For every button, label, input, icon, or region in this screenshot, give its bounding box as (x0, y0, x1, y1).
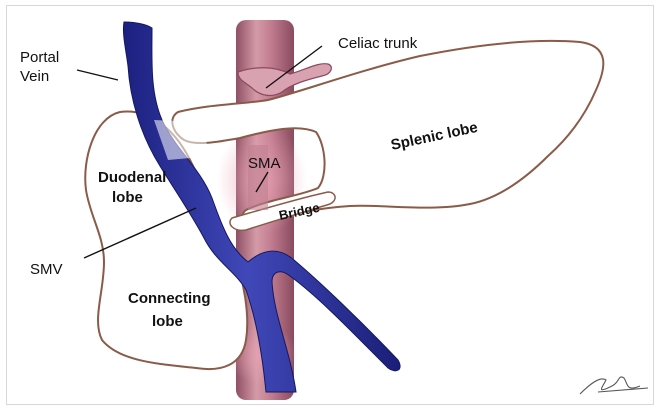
label-connecting-line2: lobe (152, 313, 183, 330)
label-duodenal-line2: lobe (112, 189, 143, 206)
label-portal-vein-line1: Portal (20, 49, 59, 66)
label-sma: SMA (248, 155, 281, 172)
artist-signature-icon (580, 377, 648, 394)
label-portal-vein-line2: Vein (20, 68, 49, 85)
label-celiac-trunk: Celiac trunk (338, 35, 418, 52)
label-duodenal-line1: Duodenal (98, 169, 166, 186)
label-smv: SMV (30, 261, 63, 278)
label-connecting-line1: Connecting (128, 290, 211, 307)
